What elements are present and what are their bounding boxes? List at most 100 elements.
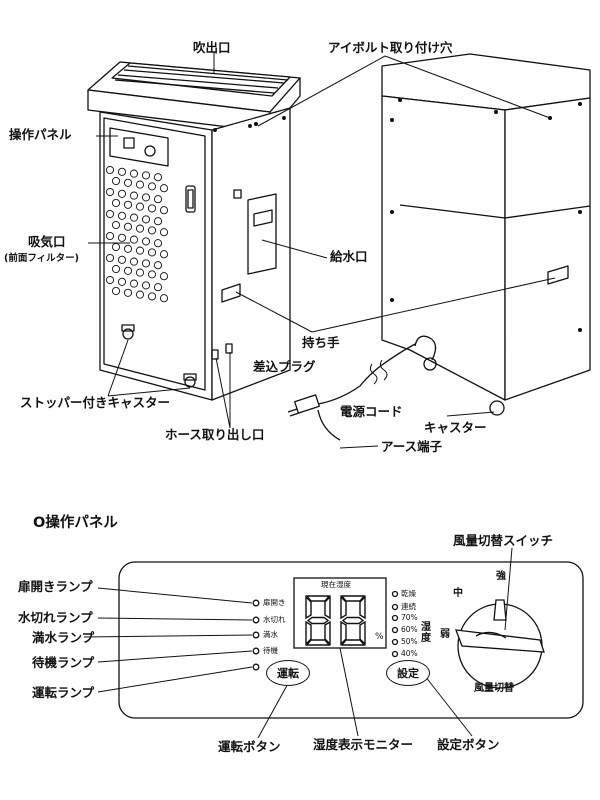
intake-hole [159,272,169,281]
intake-hole [159,228,169,237]
humidity-option-3: 70% [401,613,418,622]
humidity-caption: 湿度 [421,622,431,644]
indicator-full-water: 満水 [263,630,278,639]
humidity-option-6: 40% [401,649,418,658]
intake-hole [159,206,169,215]
label-handle: 持ち手 [302,335,340,350]
humidity-option-1: 乾燥 [401,589,416,598]
intake-hole [141,281,151,290]
intake-hole [129,257,139,266]
intake-hole [105,253,115,263]
label-door-lamp: 扉開きランプ [18,579,93,594]
intake-hole [123,244,133,253]
label-water-supply: 給水口 [330,249,368,264]
label-power-cord: 電源コード [340,404,403,419]
opt-dot-3 [391,614,399,622]
intake-hole [135,180,145,189]
humidity-option-5: 50% [401,637,418,646]
label-fan-switch: 風量切替スイッチ [453,533,554,548]
intake-hole [135,224,145,233]
control-panel-drawing [83,547,584,739]
label-caster: キャスター [424,420,487,435]
knob-indicator [475,631,507,639]
intake-hole [135,202,145,211]
intake-hole [117,189,127,198]
intake-hole [153,217,163,226]
intake-hole [123,178,133,187]
dehumidifier-illustration [87,52,591,449]
label-control-panel: 操作パネル [9,127,72,142]
door-lamp-dot [252,599,260,607]
intake-hole [147,248,157,257]
indicator-water-cut: 水切れ [263,615,286,624]
label-set-button: 設定ボタン [437,737,500,752]
intake-hole [147,292,157,301]
display-segment [340,595,366,602]
intake-hole [153,261,163,270]
back-unit [381,53,591,416]
intake-hole [111,220,121,230]
intake-holes [105,165,169,303]
intake-hole [111,286,121,296]
intake-hole [141,237,151,246]
intake-hole [147,270,157,279]
intake-hole [123,266,133,275]
intake-hole [147,204,157,213]
run-button[interactable]: 運転 [266,660,310,686]
intake-hole [117,277,127,286]
intake-hole [123,200,133,209]
intake-hole [153,239,163,248]
label-outlet: 吹出口 [193,40,231,55]
panel-outline [118,561,584,719]
intake-hole [135,246,145,255]
label-run-button: 運転ボタン [218,739,281,754]
display-segment [359,620,366,646]
intake-hole [117,233,127,242]
set-button[interactable]: 設定 [386,660,430,686]
section-title: O操作パネル [33,515,118,531]
intake-hole [117,167,127,176]
intake-hole [153,195,163,204]
humidity-display [305,595,366,646]
label-full-water-lamp: 満水ランプ [32,630,95,645]
intake-hole [129,169,139,178]
intake-hole [111,198,121,208]
opt-dot-1 [391,590,399,598]
intake-hole [105,209,115,219]
display-segment [341,616,365,625]
knob-strong-notch [493,599,507,621]
intake-hole [141,259,151,268]
intake-hole [141,171,151,180]
label-stopper-caster: ストッパー付きキャスター [20,395,171,410]
label-ground: アース端子 [381,439,443,454]
fan-medium: 中 [453,588,463,599]
intake-hole [129,191,139,200]
power-cord-drawing [287,343,416,441]
panel-leader-lines [83,547,513,739]
display-segment [324,620,331,646]
display-segment [305,620,312,646]
label-plug: 差込プラグ [253,359,316,374]
opt-dot-6 [391,650,399,658]
running-lamp-dot [252,663,260,671]
label-intake: 吸気口 [28,234,66,249]
intake-hole [105,275,115,285]
display-segment [324,595,331,620]
display-segment [305,639,331,646]
standby-lamp-dot [252,647,260,655]
opt-dot-5 [391,638,399,646]
intake-hole [141,193,151,202]
intake-hole [159,184,169,193]
intake-hole [105,231,115,241]
intake-hole [135,290,145,299]
intake-hole [135,268,145,277]
intake-hole [153,173,163,182]
intake-hole [111,176,121,186]
label-monitor: 湿度表示モニター [313,737,414,752]
intake-hole [123,222,133,231]
opt-dot-2 [391,603,399,611]
label-eyebolt: アイボルト取り付け穴 [328,40,453,55]
opt-dot-4 [391,626,399,634]
humidity-option-4: 60% [401,625,418,634]
